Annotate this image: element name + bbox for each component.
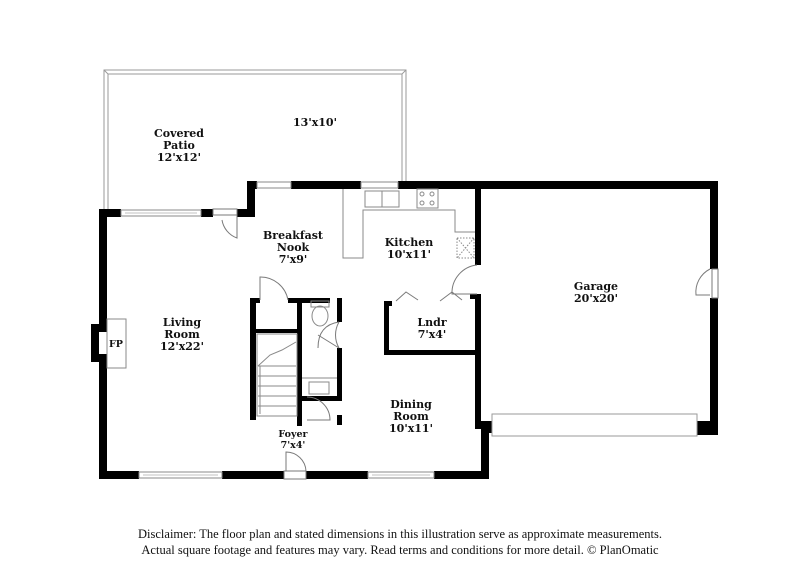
garage-dims: 20'x20' bbox=[574, 292, 618, 305]
stove bbox=[416, 188, 439, 209]
covered-patio-name-2: Patio bbox=[163, 139, 195, 152]
toilet-icon bbox=[311, 305, 329, 327]
covered-patio-name-1: Covered bbox=[154, 127, 204, 140]
sink-icon bbox=[308, 381, 330, 395]
patio-extension-dims: 13'x10' bbox=[293, 116, 337, 129]
breakfast-nook-name-2: Nook bbox=[277, 241, 310, 254]
interior-walls bbox=[250, 294, 477, 426]
kitchen-counters bbox=[342, 188, 475, 259]
toilet-tank bbox=[310, 300, 330, 308]
room-labels: Covered Patio 12'x12' 13'x10' Breakfast … bbox=[154, 116, 618, 451]
fireplace bbox=[106, 318, 127, 369]
dining-room-name-1: Dining bbox=[390, 398, 432, 411]
exterior-walls bbox=[91, 181, 718, 479]
fireplace-label: FP bbox=[109, 339, 123, 350]
living-room-dims: 12'x22' bbox=[160, 340, 204, 353]
living-room-name-2: Room bbox=[164, 328, 200, 341]
windows bbox=[120, 181, 435, 479]
bath-fixtures bbox=[302, 300, 337, 395]
kitchen-name: Kitchen bbox=[385, 236, 434, 249]
disclaimer-line-1: Disclaimer: The floor plan and stated di… bbox=[138, 527, 662, 541]
breakfast-nook-dims: 7'x9' bbox=[279, 253, 308, 266]
dining-room-name-2: Room bbox=[393, 410, 429, 423]
garage-door[interactable] bbox=[491, 413, 698, 437]
breakfast-nook-name-1: Breakfast bbox=[263, 229, 324, 242]
window-kitchen bbox=[360, 181, 399, 189]
window-nook bbox=[256, 181, 292, 189]
laundry-dims: 7'x4' bbox=[418, 328, 447, 341]
dining-room-dims: 10'x11' bbox=[389, 422, 433, 435]
garage-name: Garage bbox=[574, 280, 618, 293]
laundry-name: Lndr bbox=[417, 316, 446, 329]
foyer-dims: 7'x4' bbox=[281, 440, 306, 451]
foyer-name: Foyer bbox=[278, 429, 308, 440]
stairs bbox=[256, 333, 298, 417]
covered-patio-outline bbox=[103, 69, 407, 209]
covered-patio-dims: 12'x12' bbox=[157, 151, 201, 164]
doors bbox=[212, 208, 719, 480]
refrigerator bbox=[456, 237, 475, 259]
kitchen-dims: 10'x11' bbox=[387, 248, 431, 261]
living-room-name-1: Living bbox=[163, 316, 201, 329]
disclaimer-line-2: Actual square footage and features may v… bbox=[141, 543, 659, 557]
